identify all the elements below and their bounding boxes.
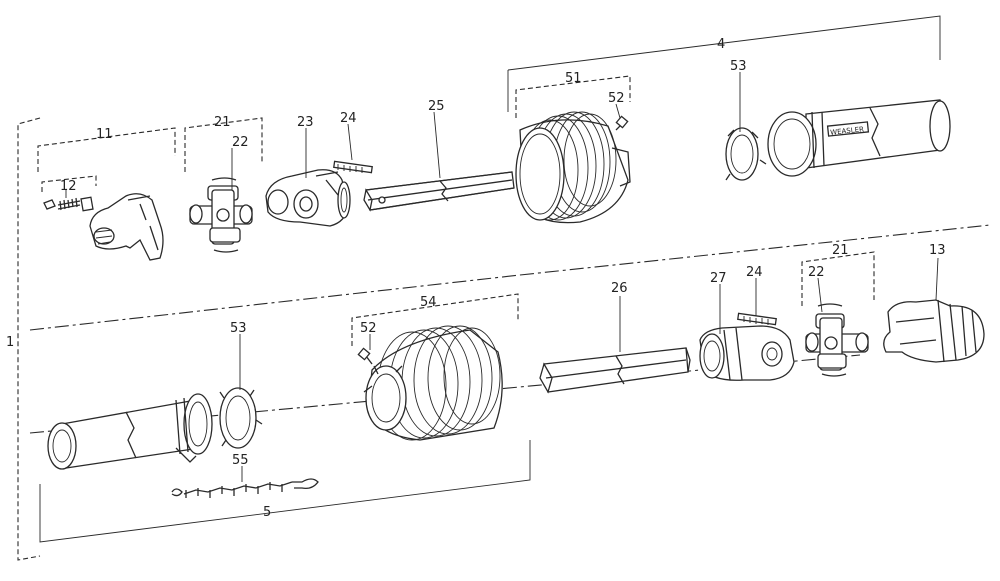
guard-cone-51-bracket <box>515 75 631 118</box>
screw-52-bottom-part <box>357 347 373 365</box>
label-24-bottom: 24 <box>746 265 763 280</box>
label-4: 4 <box>717 37 725 52</box>
guard-cone-54-bracket <box>351 293 519 346</box>
tube-guard-5-part <box>47 393 213 470</box>
cross-kit-21-bottom-bracket <box>801 251 875 306</box>
label-54: 54 <box>420 295 437 310</box>
label-53-top: 53 <box>730 59 747 74</box>
screw-52-top-part <box>615 115 629 131</box>
assembly-4-bracket <box>507 15 941 112</box>
spring-pin-24-top-part <box>333 160 373 174</box>
yoke-11-part <box>89 193 164 261</box>
pin-12-parts <box>43 196 94 212</box>
label-55: 55 <box>232 453 249 468</box>
leader-lines <box>65 72 939 482</box>
label-27: 27 <box>710 271 727 286</box>
cross-kit-21-top-bracket <box>184 117 263 172</box>
label-11: 11 <box>96 127 113 142</box>
pin-12-bracket <box>41 175 97 192</box>
label-53-bottom: 53 <box>230 321 247 336</box>
brand-label: WEASLER <box>830 125 865 136</box>
label-5: 5 <box>263 505 271 520</box>
label-21-bottom: 21 <box>832 243 849 258</box>
spring-pin-24-bottom-part <box>737 312 777 326</box>
label-22-top: 22 <box>232 135 249 150</box>
bearing-ring-53-top-part <box>725 127 767 181</box>
cross-22-bottom-part <box>805 303 869 377</box>
label-1: 1 <box>6 335 14 350</box>
label-25: 25 <box>428 99 445 114</box>
clutch-yoke-13-part <box>883 299 985 363</box>
guard-cone-54-part <box>363 325 503 441</box>
label-21-top: 21 <box>214 115 231 130</box>
label-52-bottom: 52 <box>360 321 377 336</box>
part-labels: 1 4 5 11 12 21 22 23 24 25 51 52 53 21 2… <box>6 37 946 520</box>
yoke-23-part <box>265 169 351 227</box>
label-22-bottom: 22 <box>808 265 825 280</box>
assembly-5-bracket <box>39 440 531 543</box>
tube-26-part <box>539 347 691 394</box>
tube-guard-4-part: WEASLER <box>767 99 951 177</box>
yoke-27-part <box>699 325 795 381</box>
label-52-top: 52 <box>608 91 625 106</box>
yoke-11-bracket <box>37 127 176 172</box>
mid-axis-line <box>519 224 991 276</box>
assembly-1-bracket <box>17 117 41 561</box>
cross-22-top-part <box>189 177 253 253</box>
tube-25-part <box>363 171 515 212</box>
label-23: 23 <box>297 115 314 130</box>
bearing-ring-53-bottom-part <box>219 387 263 449</box>
label-26: 26 <box>611 281 628 296</box>
label-51: 51 <box>565 71 582 86</box>
label-13: 13 <box>929 243 946 258</box>
label-24-top: 24 <box>340 111 357 126</box>
label-12: 12 <box>60 179 77 194</box>
top-axis-line <box>29 274 521 331</box>
chain-55-part <box>171 478 319 498</box>
guard-cone-51-part <box>515 111 631 224</box>
